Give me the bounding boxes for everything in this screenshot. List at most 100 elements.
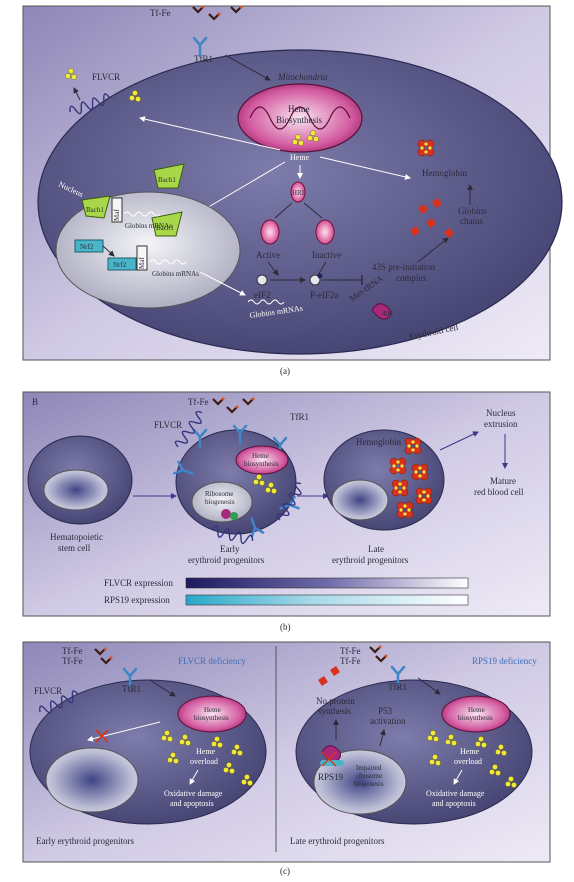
arrow-to-p53	[379, 729, 386, 747]
mitochondria-cristae	[249, 106, 351, 130]
arrow-to-nucleus-extrusion	[439, 431, 479, 451]
arrow-nrf2	[102, 245, 115, 257]
c-arrow-tfr1	[149, 679, 176, 697]
impaired-label-1: Impaired	[356, 764, 382, 772]
p-eif2a-icon	[309, 274, 321, 286]
rps19-expression-label: RPS19 expression	[104, 595, 170, 605]
rps19-expression-bar	[185, 594, 469, 606]
arrow-complex-to-globins	[417, 237, 449, 263]
hsc-nucleus	[43, 469, 109, 511]
globins-label-2: chains	[460, 216, 483, 226]
complex-label-1: 43S pre-initiation	[372, 262, 436, 272]
heme-biosynthesis-label-1: Heme	[288, 104, 310, 114]
bach1-label: Bach1	[86, 206, 104, 214]
rps19-deficiency-label: RPS19 deficiency	[472, 656, 537, 666]
globins-mrnas-nuclear-label: Globins mRNAs	[125, 222, 172, 230]
impaired-label-2: ribosome	[356, 772, 382, 780]
line-inactive	[317, 261, 327, 276]
c-r-tf-fe-label-2: Tf-Fe	[340, 656, 361, 666]
c-r-heme-bio-label-1: Heme	[468, 706, 485, 714]
maf-label-2: Maf	[138, 257, 146, 269]
c-oxidative-label-2: and apoptosis	[170, 799, 214, 808]
c-heme-bio-label-2: biosynthesis	[194, 714, 229, 722]
eif2-icon	[256, 274, 268, 286]
arrow-heme-to-nucleus	[199, 161, 286, 213]
hsc-label-2: stem cell	[58, 543, 91, 553]
c-r-arrow-tfr1	[417, 677, 441, 695]
rps19-label: RPS19	[318, 772, 344, 782]
hri-inactive-icon	[315, 219, 335, 245]
c-tf-fe-label-1: Tf-Fe	[62, 646, 83, 656]
mature-label-2: red blood cell	[474, 487, 524, 497]
p-eif2a-label: P-eIF2a	[310, 290, 339, 300]
arrow-heme-to-globins	[319, 156, 411, 180]
hri-branch-right	[303, 202, 323, 219]
mitochondria-icon	[237, 83, 363, 153]
ribosome-40s-icon	[371, 303, 392, 320]
b-hemoglobin-label: Hemoglobin	[356, 437, 401, 447]
nrf2-bound-icon	[107, 257, 137, 271]
c-r-heme-overload-label-2: overload	[454, 757, 482, 766]
heme-biosynthesis-label-2: Biosynthesis	[276, 115, 323, 125]
phosphate-icon	[317, 273, 323, 279]
b-mitochondria-icon	[235, 445, 289, 475]
c-tf-fe-label-2: Tf-Fe	[62, 656, 83, 666]
c-heme-bio-label-1: Heme	[204, 706, 221, 714]
early-label-1: Early	[220, 544, 240, 554]
c-mitochondria-icon	[177, 695, 247, 733]
early-label-2: erythroid progenitors	[188, 555, 265, 565]
maf-box-icon	[111, 197, 123, 223]
maf-box-icon-2	[136, 245, 148, 271]
c-arrow-to-oxidative	[189, 769, 199, 785]
tf-fe-label: Tf-Fe	[150, 8, 171, 18]
globin-chain-icon	[444, 228, 454, 238]
c-r-oxidative-label-2: and apoptosis	[432, 799, 476, 808]
no-protein-label-1: No protein	[316, 696, 355, 706]
nucleus-extrusion-label-1: Nucleus	[486, 408, 516, 418]
active-label: Active	[256, 250, 280, 260]
flvcr-label: FLVCR	[92, 72, 120, 82]
heme-label: Heme	[290, 153, 310, 162]
bach1-nuclear-icon	[151, 211, 183, 237]
p53-label-1: P53	[378, 706, 393, 716]
bach1-bound-label: Bach1	[158, 176, 176, 184]
b-ribosome-label-2: biogenesis	[205, 498, 235, 506]
panel-c-caption: (c)	[280, 866, 290, 876]
late-label-2: erythroid progenitors	[332, 555, 409, 565]
globin-chain-icon	[318, 676, 328, 686]
arrow-mrna-export	[199, 271, 246, 296]
rps19-x-icon	[321, 751, 337, 767]
p53-label-2: activation	[370, 716, 406, 726]
hri-icon	[290, 181, 306, 203]
hsc-label-1: Hematopoietic	[50, 532, 103, 542]
ribosome-40s-label: 40S	[382, 310, 393, 318]
tfr1-label: TfR1	[194, 54, 213, 64]
hemoglobin-label: Hemoglobin	[422, 168, 467, 178]
hri-branch-left	[274, 202, 293, 219]
ribosome-icon	[221, 509, 231, 519]
blocked-x-icon	[95, 729, 109, 743]
globin-chain-icon	[418, 204, 428, 214]
arrow-active	[267, 261, 279, 276]
no-protein-label-2: synthesis	[318, 706, 352, 716]
c-r-heme-bio-label-2: biosynthesis	[458, 714, 493, 722]
b-heme-bio-label-1: Heme	[252, 452, 269, 460]
impaired-label-3: biogenesis	[354, 780, 384, 788]
b-heme-bio-label-2: biosynthesis	[244, 460, 279, 468]
hri-label: HRI	[292, 189, 305, 197]
nrf2-bound-label: Nrf2	[113, 261, 127, 269]
c-r-mitochondria-icon	[441, 695, 511, 733]
c-left-nucleus	[45, 747, 139, 813]
globin-chain-icon	[410, 226, 420, 236]
arrow-tfr1-to-mito	[224, 54, 271, 81]
ribosome-subunit-icon	[230, 512, 238, 520]
nucleus-extrusion-label-2: extrusion	[484, 419, 518, 429]
inactive-label: Inactive	[312, 250, 341, 260]
c-r-tf-fe-label-1: Tf-Fe	[340, 646, 361, 656]
c-r-oxidative-label-1: Oxidative damage	[426, 789, 485, 798]
nucleus-icon	[55, 191, 241, 309]
hri-active-icon	[260, 219, 280, 245]
b-tf-fe-label: Tf-Fe	[188, 397, 209, 407]
globins-label-1: Globins	[458, 206, 487, 216]
